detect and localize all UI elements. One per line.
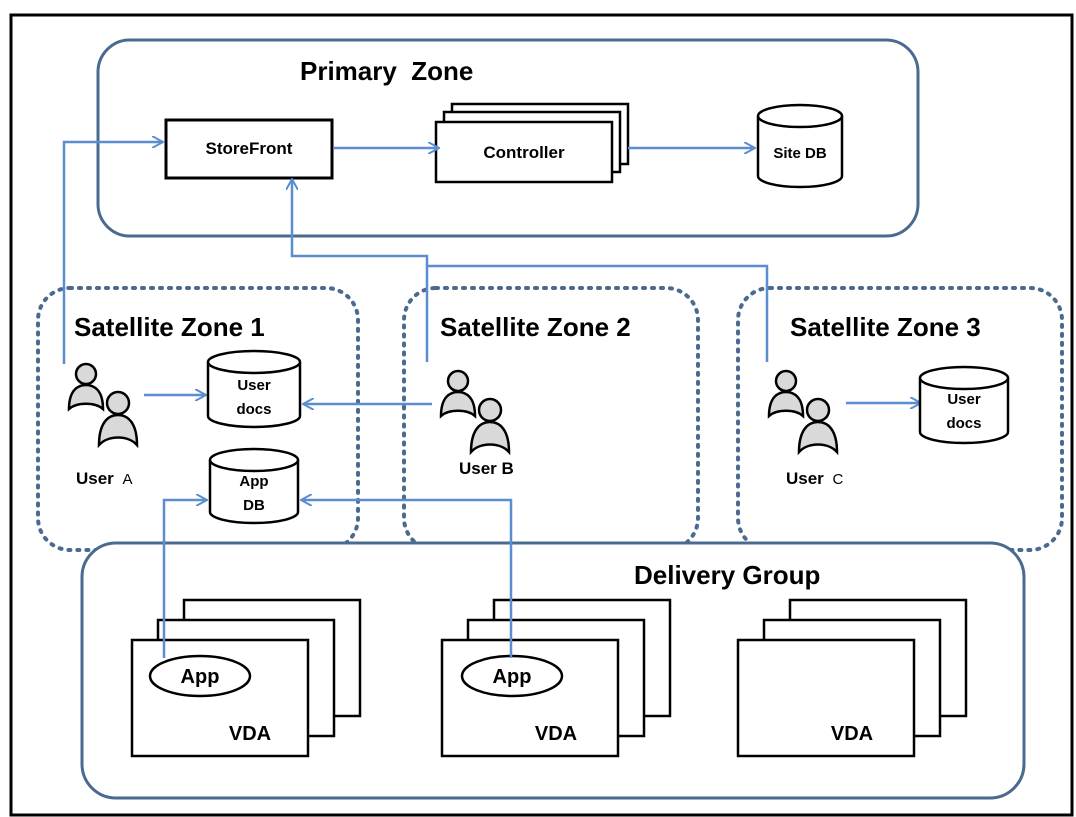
user-docs-1-line2: docs xyxy=(236,401,271,418)
user-c-prefix: User xyxy=(786,469,824,488)
user-docs-1-line1: User xyxy=(237,377,271,394)
site-db-label: Site DB xyxy=(773,145,827,162)
database-icon xyxy=(208,447,300,525)
app-db-line1: App xyxy=(239,473,268,490)
delivery-group-title: Delivery Group xyxy=(634,560,820,590)
vda-label-3: VDA xyxy=(831,723,873,745)
arrow-app1-appdb xyxy=(162,500,206,658)
primary-zone xyxy=(96,38,920,238)
outer-frame xyxy=(9,13,1074,817)
user-c-suffix: C xyxy=(833,471,844,488)
satellite-zone-3-title: Satellite Zone 3 xyxy=(790,312,981,342)
app-label-1: App xyxy=(181,666,220,688)
vda-label-1: VDA xyxy=(229,723,271,745)
satellite-zone-1-title: Satellite Zone 1 xyxy=(74,312,265,342)
satellite-zone-2-title: Satellite Zone 2 xyxy=(440,312,631,342)
app-db-line2: DB xyxy=(243,497,265,514)
database-icon xyxy=(918,365,1010,445)
app-oval-1 xyxy=(148,654,252,698)
satellite-zone-3 xyxy=(736,286,1064,552)
controller-stack xyxy=(434,102,630,184)
user-docs-3-line2: docs xyxy=(946,415,981,432)
database-icon xyxy=(756,103,844,189)
controller-label: Controller xyxy=(483,143,565,162)
primary-zone-title: Primary Zone xyxy=(300,56,473,86)
vda-stack-3 xyxy=(736,598,968,758)
users-icon xyxy=(67,362,139,449)
arrow-usersbc-storefront xyxy=(292,180,429,362)
user-a-suffix: A xyxy=(123,471,133,488)
database-icon xyxy=(206,349,302,429)
satellite-zone-2 xyxy=(402,286,700,552)
user-a-prefix: User xyxy=(76,469,114,488)
users-icon xyxy=(439,369,511,456)
user-c-label: User C xyxy=(786,469,844,488)
arrow-app2-appdb xyxy=(302,500,513,658)
storefront-box xyxy=(164,118,334,180)
user-docs-3-line1: User xyxy=(947,391,981,408)
app-label-2: App xyxy=(493,666,532,688)
user-b-label: User B xyxy=(459,459,514,478)
line-userc-trunk xyxy=(427,264,769,362)
users-icon xyxy=(767,369,839,456)
arrow-usera-storefront xyxy=(62,142,162,364)
user-a-label: User A xyxy=(76,469,133,488)
vda-label-2: VDA xyxy=(535,723,577,745)
storefront-label: StoreFront xyxy=(206,139,293,158)
